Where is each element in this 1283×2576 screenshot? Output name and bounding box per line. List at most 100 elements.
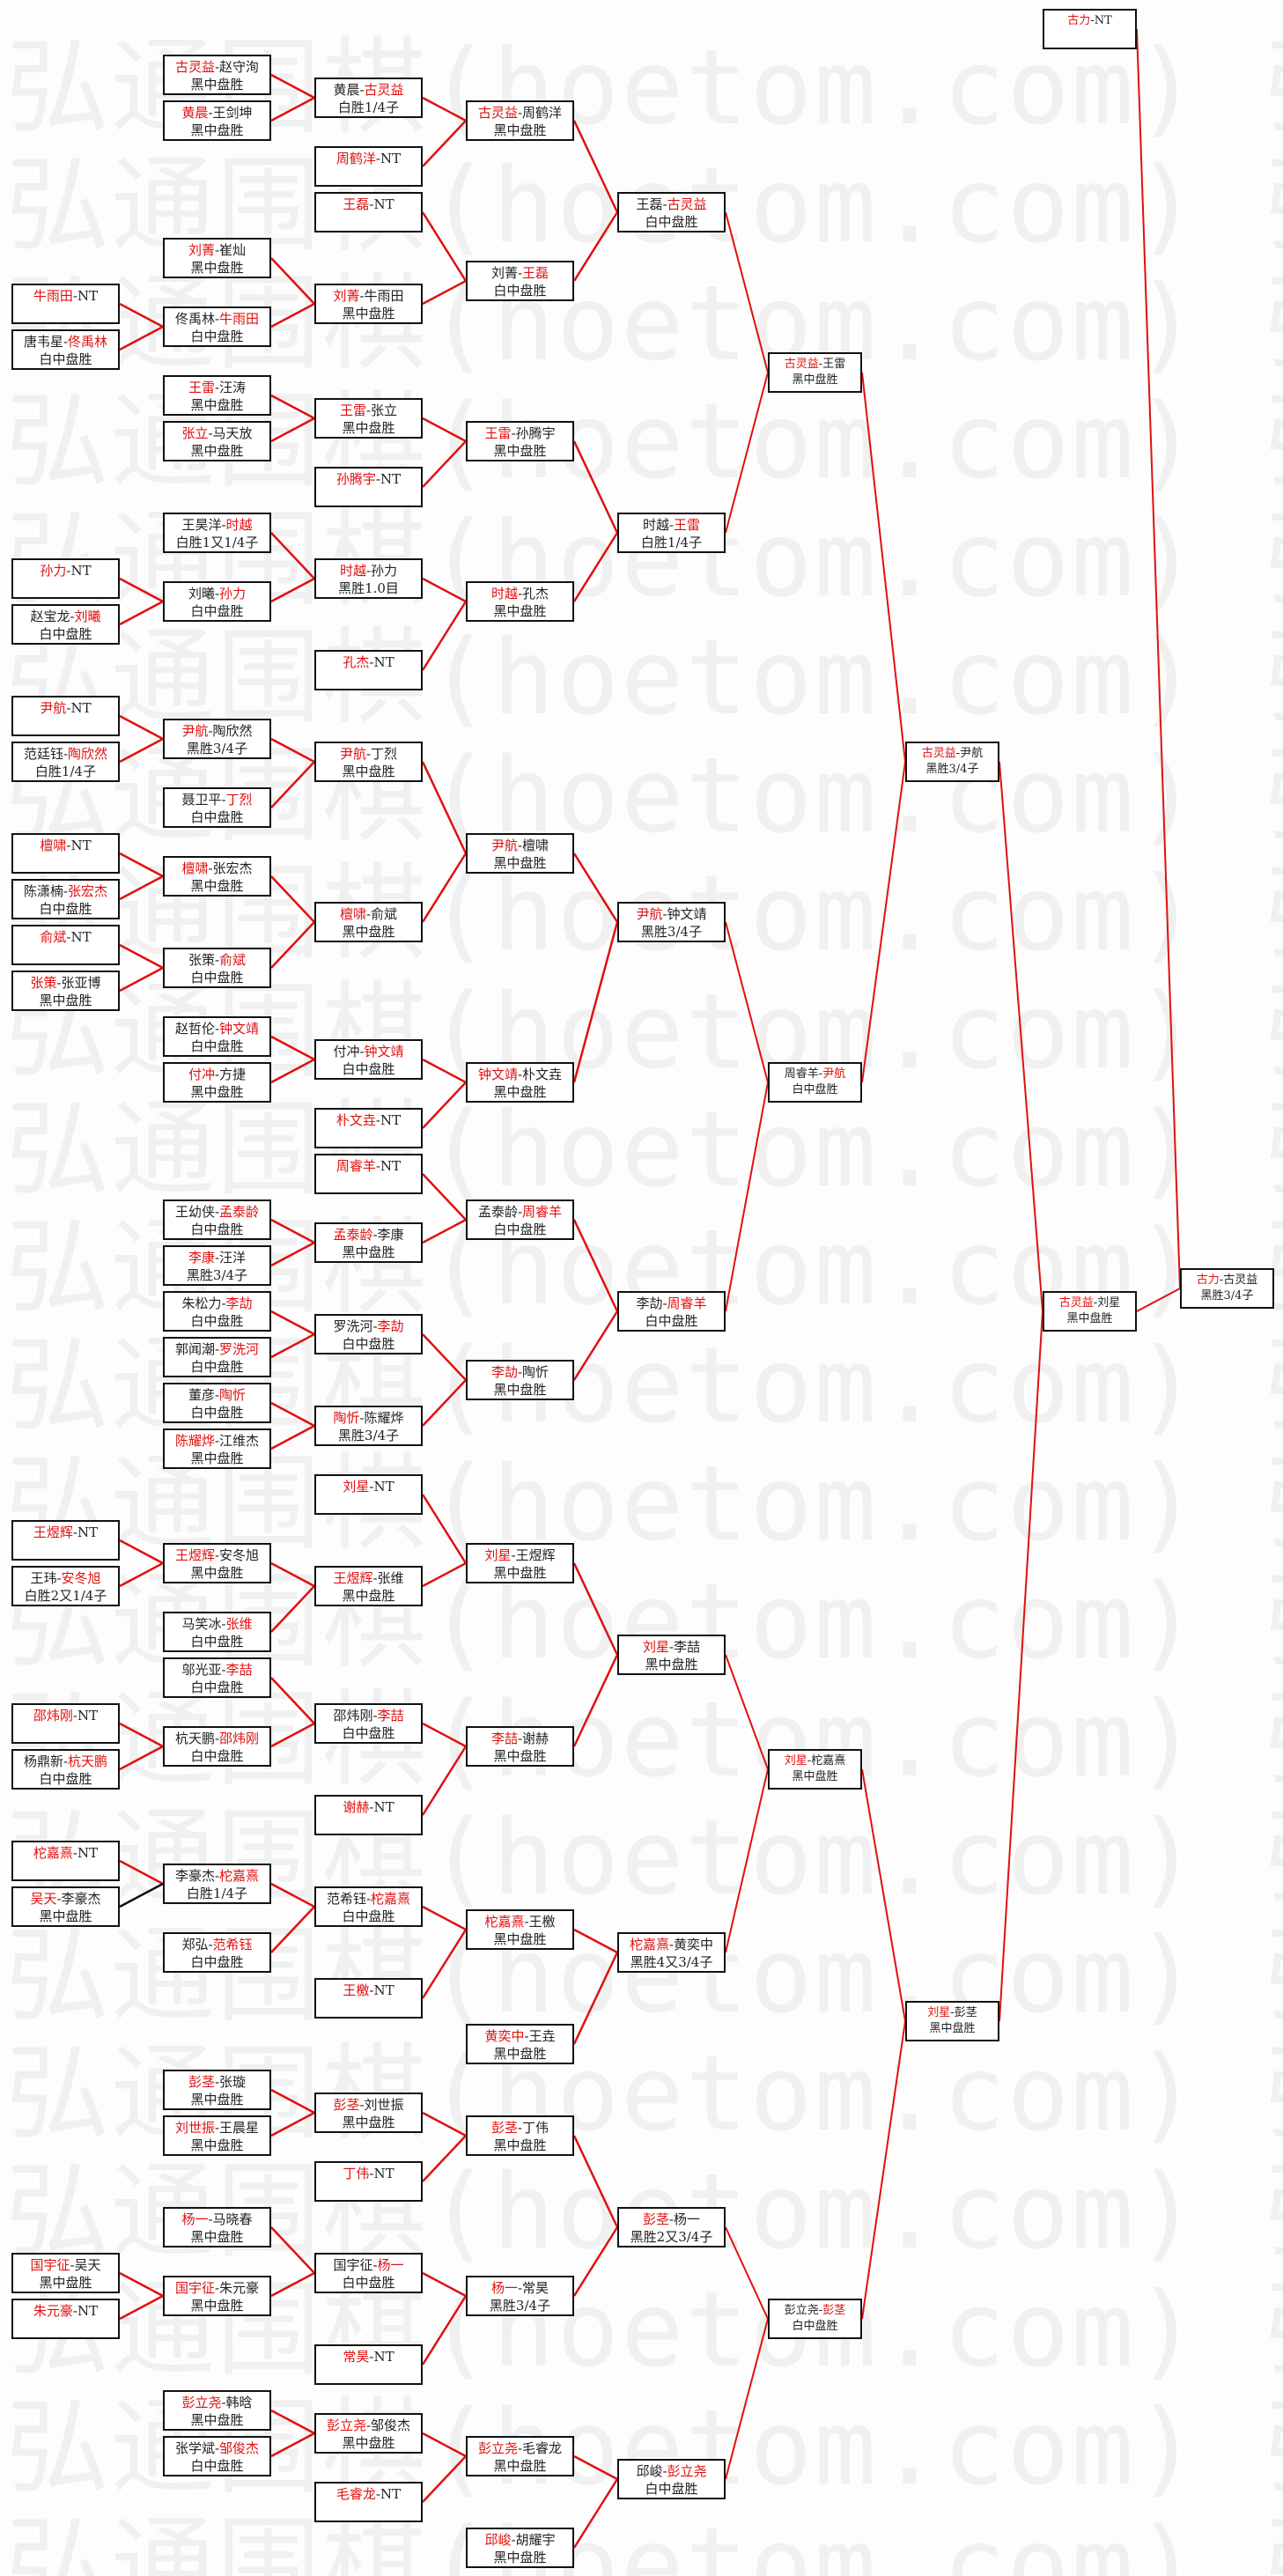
match-players: 毛睿龙-NT bbox=[336, 2486, 401, 2502]
connector-line bbox=[119, 302, 164, 328]
match-players: 张策-俞斌 bbox=[188, 952, 246, 968]
match-box: 古灵益-刘星黑中盘胜 bbox=[1043, 1291, 1137, 1332]
match-result: 黑中盘胜 bbox=[645, 1657, 698, 1672]
connector-line bbox=[421, 761, 468, 854]
match-result: 白胜1又1/4子 bbox=[175, 535, 259, 550]
match-result: 白中盘胜 bbox=[342, 1908, 395, 1924]
no-opponent-label: NT bbox=[77, 1524, 99, 1540]
versus-dash: - bbox=[517, 838, 523, 853]
match-box: 柁嘉熹-NT bbox=[11, 1841, 120, 1881]
winner-name: 俞斌 bbox=[40, 929, 67, 945]
winner-name: 彭立尧 bbox=[667, 2463, 707, 2479]
no-opponent-label: NT bbox=[380, 2486, 402, 2502]
connector-line bbox=[270, 1035, 315, 1061]
connector-line bbox=[421, 853, 468, 923]
versus-dash: - bbox=[662, 2463, 667, 2479]
match-players: 朱松力-李劼 bbox=[181, 1295, 252, 1311]
connector-line bbox=[422, 2111, 467, 2137]
match-players: 王煜辉-安冬旭 bbox=[175, 1547, 259, 1563]
no-opponent-label: NT bbox=[70, 700, 92, 716]
versus-dash: - bbox=[214, 586, 220, 602]
player-name: 陈耀烨 bbox=[364, 1410, 404, 1426]
match-players: 古灵益-尹航 bbox=[922, 747, 983, 760]
connector-line bbox=[572, 853, 619, 923]
player-name: 李豪杰 bbox=[61, 1891, 101, 1907]
match-box: 邵炜刚-李喆白中盘胜 bbox=[314, 1703, 423, 1744]
versus-dash: - bbox=[359, 2097, 365, 2113]
match-result: 黑中盘胜 bbox=[792, 1770, 838, 1783]
winner-name: 王煜辉 bbox=[174, 1547, 215, 1563]
versus-dash: - bbox=[359, 1044, 365, 1059]
match-result: 黑中盘胜 bbox=[1066, 1312, 1113, 1325]
player-name: 孔杰 bbox=[522, 586, 549, 602]
versus-dash: - bbox=[517, 2120, 523, 2136]
winner-name: 时越 bbox=[225, 517, 253, 533]
versus-dash: - bbox=[214, 1433, 220, 1449]
versus-dash: - bbox=[372, 1227, 378, 1243]
match-players: 彭立尧-韩晗 bbox=[181, 2395, 252, 2410]
match-box: 吴天-李豪杰黑中盘胜 bbox=[11, 1886, 120, 1927]
winner-name: 李喆 bbox=[377, 1708, 404, 1723]
match-box: 刘星-王煜辉黑中盘胜 bbox=[466, 1543, 574, 1583]
connector-line bbox=[572, 120, 619, 213]
player-name: 周鹤洋 bbox=[522, 105, 563, 121]
player-name: 国宇征 bbox=[333, 2257, 373, 2273]
player-name: 聂卫平 bbox=[181, 792, 222, 808]
match-box: 檀啸-张宏杰黑中盘胜 bbox=[163, 856, 271, 897]
player-name: 佟禹林 bbox=[174, 311, 215, 327]
match-box: 古灵益-周鹤洋黑中盘胜 bbox=[466, 100, 574, 141]
versus-dash: - bbox=[807, 1754, 812, 1768]
connector-line bbox=[422, 1722, 467, 1748]
match-box: 付冲-方捷黑中盘胜 bbox=[163, 1062, 271, 1103]
player-name: 韩晗 bbox=[225, 2395, 253, 2410]
match-players: 朴文垚-NT bbox=[336, 1112, 401, 1128]
player-name: 郭闻潮 bbox=[174, 1341, 215, 1357]
winner-name: 尹航 bbox=[490, 838, 518, 853]
winner-name: 邵炜刚 bbox=[33, 1708, 73, 1723]
versus-dash: - bbox=[662, 196, 667, 212]
versus-dash: - bbox=[375, 1158, 380, 1174]
versus-dash: - bbox=[369, 1982, 374, 1998]
match-players: 董彦-陶忻 bbox=[188, 1387, 246, 1403]
winner-name: 尹航 bbox=[181, 723, 209, 739]
winner-name: 黄晨 bbox=[181, 105, 209, 121]
match-players: 刘世振-王晨星 bbox=[175, 2120, 259, 2136]
match-box: 郑弘-范希钰白中盘胜 bbox=[163, 1932, 271, 1973]
player-name: 张立 bbox=[371, 402, 398, 418]
player-name: 丁烈 bbox=[371, 746, 398, 762]
player-name: 李康 bbox=[377, 1227, 404, 1243]
match-result: 黑中盘胜 bbox=[493, 1565, 547, 1581]
connector-line bbox=[572, 1310, 619, 1381]
match-players: 罗洗河-李劼 bbox=[333, 1318, 403, 1334]
match-result: 白中盘胜 bbox=[342, 2275, 395, 2291]
winner-name: 刘菁 bbox=[333, 288, 360, 304]
versus-dash: - bbox=[950, 2006, 955, 2019]
match-box: 陈潇楠-张宏杰白中盘胜 bbox=[11, 879, 120, 919]
versus-dash: - bbox=[375, 471, 380, 487]
player-name: 周睿羊 bbox=[784, 1067, 819, 1081]
connector-line bbox=[422, 1173, 467, 1221]
match-players: 黄晨-古灵益 bbox=[333, 82, 403, 98]
match-players: 王玮-安冬旭 bbox=[30, 1570, 100, 1586]
winner-name: 古灵益 bbox=[174, 59, 215, 75]
versus-dash: - bbox=[214, 2120, 220, 2136]
match-players: 唐韦星-佟禹林 bbox=[24, 334, 107, 350]
winner-name: 尹航 bbox=[636, 906, 663, 922]
connector-line bbox=[119, 2294, 164, 2321]
player-name: 杨鼎新 bbox=[23, 1753, 63, 1769]
match-result: 黑胜3/4子 bbox=[186, 741, 248, 757]
versus-dash: - bbox=[63, 883, 69, 899]
match-box: 马笑冰-张维白中盘胜 bbox=[163, 1612, 271, 1652]
connector-line bbox=[999, 1310, 1043, 2022]
match-result: 黑中盘胜 bbox=[342, 1244, 395, 1260]
versus-dash: - bbox=[517, 2440, 523, 2456]
match-result: 黑中盘胜 bbox=[493, 443, 547, 459]
match-result: 黑胜1.0目 bbox=[338, 580, 399, 596]
match-box: 王磊-NT bbox=[314, 192, 423, 233]
versus-dash: - bbox=[369, 2166, 374, 2181]
match-result: 白胜2又1/4子 bbox=[24, 1588, 107, 1604]
match-box: 邱峻-彭立尧白中盘胜 bbox=[617, 2459, 726, 2499]
versus-dash: - bbox=[214, 2074, 220, 2090]
winner-name: 柁嘉熹 bbox=[33, 1845, 73, 1861]
player-name: 付冲 bbox=[333, 1044, 360, 1059]
